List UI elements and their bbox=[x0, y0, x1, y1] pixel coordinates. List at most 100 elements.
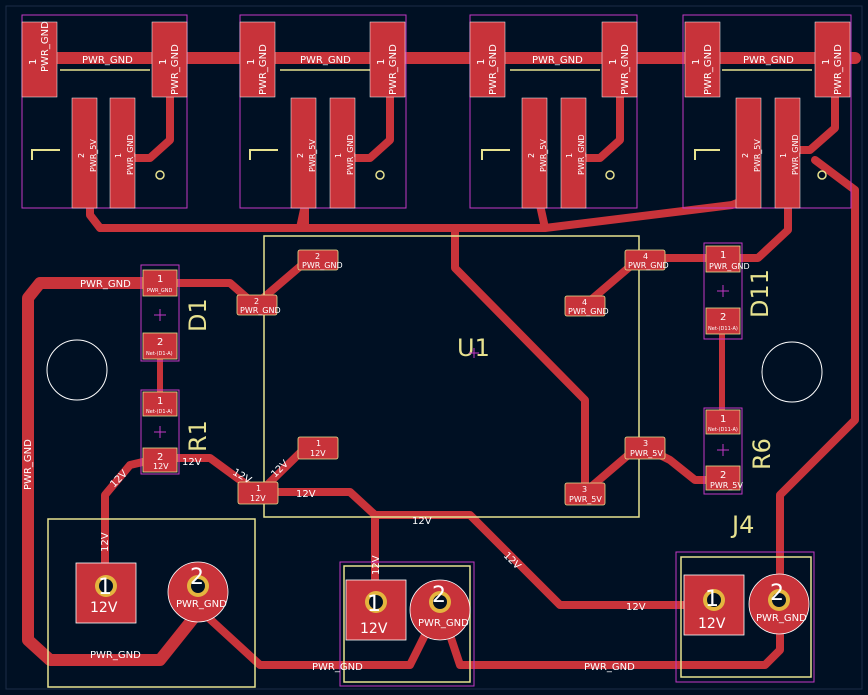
usb-connector-3[interactable] bbox=[469, 21, 638, 209]
r1-pad-2[interactable] bbox=[142, 447, 178, 473]
usb3-pad-gnd[interactable] bbox=[560, 97, 587, 209]
usb2-pad-5v[interactable] bbox=[290, 97, 317, 209]
d11-pad-2[interactable] bbox=[705, 307, 741, 335]
trace-5v-to-r6[interactable] bbox=[581, 441, 724, 496]
net-label-12v-vertical-middle: 12V bbox=[371, 555, 382, 575]
u1-pad-1-left[interactable] bbox=[237, 481, 279, 505]
usb-connector-4[interactable] bbox=[684, 21, 851, 209]
r1-resistor[interactable]: 1 Net-(D1-A) 2 12V R1 bbox=[140, 389, 212, 475]
d1-pad-1-number: 1 bbox=[157, 274, 163, 285]
u1-pad-3-bottom-number: 3 bbox=[582, 485, 587, 494]
usb4-pad-gnd[interactable] bbox=[774, 97, 801, 209]
terminal-left-pad-2-number: 2 bbox=[190, 565, 204, 590]
u1-pad-2-top-number: 2 bbox=[315, 252, 320, 261]
usb1-shield-pad-left[interactable] bbox=[21, 21, 58, 98]
net-label-pwr-gnd-top-3: PWR_GND bbox=[532, 55, 583, 66]
usb4-pad-5v[interactable] bbox=[735, 97, 762, 209]
usb1-pad-gnd[interactable] bbox=[109, 97, 136, 209]
u1-pad-2-top[interactable] bbox=[297, 249, 339, 271]
usb-pin1-marker-2 bbox=[375, 170, 385, 180]
usb2-left-pin-net: PWR_GND bbox=[258, 44, 269, 95]
trace-usb2-gnd[interactable] bbox=[340, 54, 394, 162]
u1-pad-2-left-net: PWR_GND bbox=[240, 306, 281, 315]
u1-pad-1-top-number: 1 bbox=[316, 439, 321, 448]
usb2-5v-pin-number: 2 bbox=[296, 153, 305, 158]
u1-pad-3-right[interactable] bbox=[624, 436, 666, 460]
terminal-j4-pad-2-drill bbox=[772, 593, 786, 607]
usb-pad-labels: 1 PWR_GND 1 PWR_GND 2 PWR_5V 1 PWR_GND 1… bbox=[28, 21, 844, 175]
terminal-middle-outline bbox=[343, 565, 471, 683]
terminal-j4-outline bbox=[680, 556, 812, 678]
usb3-shield-pad-left[interactable] bbox=[469, 21, 506, 98]
usb4-left-pin-number: 1 bbox=[691, 59, 702, 65]
usb3-left-pin-number: 1 bbox=[476, 59, 487, 65]
usb-pin1-marker-3 bbox=[605, 170, 615, 180]
r6-pad-1-net: Net-(D11-A) bbox=[708, 427, 738, 433]
r1-pad-1[interactable] bbox=[142, 391, 178, 417]
u1-module[interactable]: U1 2 PWR_GND 2 PWR_GND 4 PWR_GND 4 PWR_G… bbox=[236, 235, 669, 518]
d1-led[interactable]: 1 PWR_GND 2 Net-(D1-A) D1 bbox=[140, 264, 212, 362]
usb4-shield-pad-right[interactable] bbox=[814, 21, 851, 98]
net-label-pwr-gnd-bottom-right: PWR_GND bbox=[584, 662, 635, 673]
terminal-left-pad-2-net: PWR_GND bbox=[176, 599, 227, 610]
usb-connector-1[interactable] bbox=[21, 21, 188, 209]
trace-left-gnd-loop[interactable] bbox=[22, 277, 206, 666]
d11-led[interactable]: 1 PWR_GND 2 Net-(D11-A) D11 bbox=[703, 242, 774, 340]
r1-pad-2-number: 2 bbox=[157, 452, 163, 463]
r6-pad-2[interactable] bbox=[705, 465, 741, 491]
u1-ref-label: U1 bbox=[457, 334, 490, 362]
trace-5v-to-u1-pin3[interactable] bbox=[451, 224, 589, 494]
terminal-j4-pad-1-number: 1 bbox=[705, 587, 719, 612]
r1-pad-1-net: Net-(D1-A) bbox=[146, 409, 173, 415]
usb2-gnd-pin-net: PWR_GND bbox=[346, 134, 355, 175]
trace-pwr-5v-bus[interactable] bbox=[86, 196, 749, 232]
terminal-middle-pad-2-number: 2 bbox=[432, 583, 446, 608]
d11-pad-1[interactable] bbox=[705, 245, 741, 273]
u1-pad-4-top[interactable] bbox=[624, 249, 666, 271]
usb4-left-pin-net: PWR_GND bbox=[703, 44, 714, 95]
u1-outline bbox=[263, 235, 640, 518]
terminal-connector-j4[interactable]: J4 1 12V 2 PWR_GND bbox=[675, 511, 815, 683]
usb-connector-2[interactable] bbox=[239, 21, 406, 209]
trace-gnd-to-j4[interactable] bbox=[776, 156, 859, 604]
r6-pad-2-net: PWR_5V bbox=[710, 481, 743, 490]
u1-pad-2-top-net: PWR_GND bbox=[302, 261, 343, 270]
d1-pad-1[interactable] bbox=[142, 269, 178, 297]
usb2-shield-pad-right[interactable] bbox=[369, 21, 406, 98]
d1-courtyard bbox=[140, 264, 180, 362]
usb-courtyard-3 bbox=[469, 14, 638, 209]
usb2-shield-pad-left[interactable] bbox=[239, 21, 276, 98]
u1-pad-4-top-number: 4 bbox=[643, 252, 648, 261]
usb3-pad-5v[interactable] bbox=[521, 97, 548, 209]
u1-pad-1-top[interactable] bbox=[297, 436, 339, 460]
usb3-gnd-pin-number: 1 bbox=[565, 153, 574, 158]
d1-pad-2[interactable] bbox=[142, 332, 178, 360]
usb4-shield-pad-left[interactable] bbox=[684, 21, 721, 98]
r1-courtyard bbox=[140, 389, 180, 475]
usb-courtyard-1 bbox=[21, 14, 188, 209]
d11-pad-2-number: 2 bbox=[720, 312, 726, 323]
r6-resistor[interactable]: 1 Net-(D11-A) 2 PWR_5V R6 bbox=[703, 407, 776, 495]
u1-pad-3-bottom[interactable] bbox=[564, 482, 606, 506]
trace-usb1-gnd[interactable] bbox=[122, 54, 174, 162]
terminal-j4-outline-outer bbox=[675, 551, 815, 683]
usb3-right-pin-net: PWR_GND bbox=[620, 44, 631, 95]
u1-pad-2-left[interactable] bbox=[236, 294, 278, 316]
r6-pad-2-number: 2 bbox=[720, 470, 726, 481]
trace-12v-main[interactable] bbox=[256, 488, 719, 609]
usb2-pad-gnd[interactable] bbox=[329, 97, 356, 209]
usb1-shield-pad-right[interactable] bbox=[151, 21, 188, 98]
terminal-middle-pad-2-net: PWR_GND bbox=[418, 618, 469, 629]
usb3-shield-pad-right[interactable] bbox=[601, 21, 638, 98]
trace-usb3-gnd[interactable] bbox=[571, 54, 624, 162]
usb1-pad-5v[interactable] bbox=[71, 97, 98, 209]
r6-pad-1[interactable] bbox=[705, 409, 741, 435]
terminal-j4-pad-1-drill bbox=[707, 593, 721, 607]
d1-pad-2-net: Net-(D1-A) bbox=[146, 351, 173, 357]
terminal-left-pad-2-drill bbox=[191, 579, 205, 593]
terminal-connector-middle[interactable]: 1 12V 2 PWR_GND bbox=[339, 561, 475, 687]
terminal-connector-left[interactable]: 1 12V 2 PWR_GND bbox=[47, 518, 256, 688]
u1-pad-4-left[interactable] bbox=[564, 295, 606, 317]
usb2-5v-pin-net: PWR_5V bbox=[308, 139, 317, 172]
